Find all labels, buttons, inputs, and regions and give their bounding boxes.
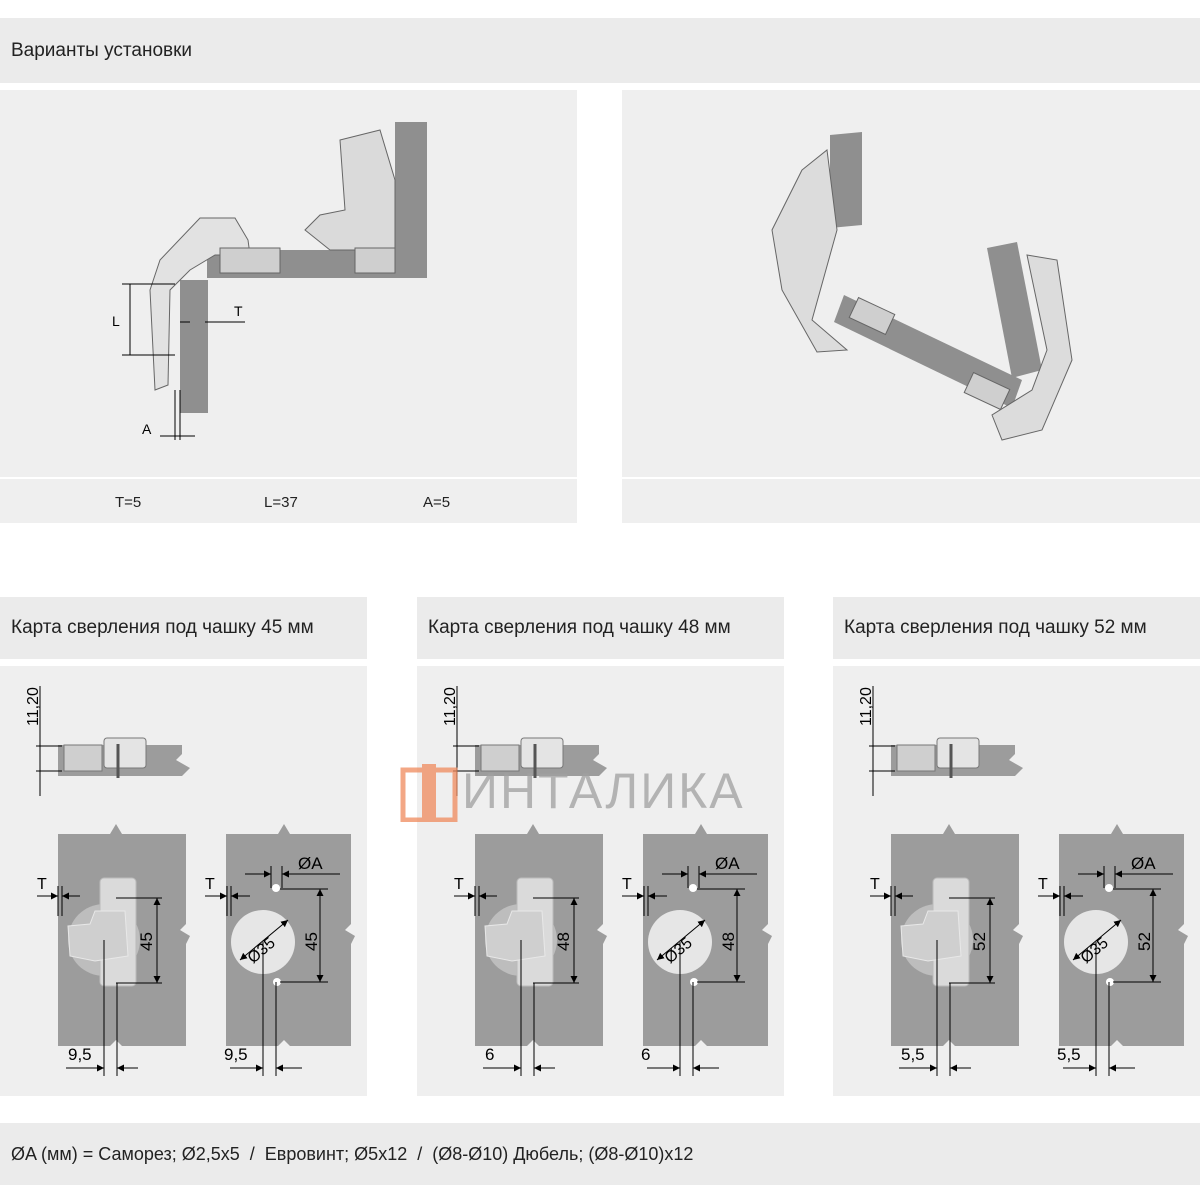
param-T: T=5 <box>115 494 142 511</box>
drill-map-title: Карта сверления под чашку 48 мм <box>428 617 731 638</box>
offset-label: 5,5 <box>901 1045 925 1064</box>
dim-L: L <box>112 313 120 329</box>
t-label: T <box>454 876 464 893</box>
drill-map-drawing: 11,20 52 5,5 T <box>858 686 1188 1076</box>
hole-distance-label: 45 <box>302 932 321 951</box>
hinge-install-drawing: L T A <box>0 122 577 479</box>
drill-map-drawing: 11,20 48 6 T <box>442 686 772 1076</box>
install-title: Варианты установки <box>11 39 193 61</box>
height-dim-label: 11,20 <box>442 687 459 726</box>
cup-distance-label: 48 <box>554 932 573 951</box>
param-L: L=37 <box>264 494 298 511</box>
install-panel-left: L T A T=5 L=37 A=5 <box>0 90 577 523</box>
param-A: A=5 <box>423 494 451 511</box>
drill-map-header: Карта сверления под чашку 48 мм <box>417 597 784 659</box>
drill-map-header: Карта сверления под чашку 45 мм <box>0 597 367 659</box>
footer-note: ØA (мм) = Саморез; Ø2,5x5 / Евровинт; Ø5… <box>0 1123 1200 1185</box>
screw-diameter-label: ØA <box>1131 854 1156 873</box>
install-header: Варианты установки <box>0 18 1200 83</box>
watermark-text: ИНТАЛИКА <box>462 763 745 819</box>
drill-map-title: Карта сверления под чашку 52 мм <box>844 617 1147 638</box>
drill-map-title: Карта сверления под чашку 45 мм <box>11 617 314 638</box>
offset-label: 9,5 <box>68 1045 92 1064</box>
screw-diameter-label: ØA <box>298 854 323 873</box>
cup-distance-label: 45 <box>137 932 156 951</box>
t-label-drill: T <box>1038 876 1048 893</box>
dim-A: A <box>142 421 152 437</box>
t-label: T <box>870 876 880 893</box>
height-dim-label: 11,20 <box>858 687 875 726</box>
offset-label: 6 <box>485 1045 494 1064</box>
height-dim-label: 11,20 <box>25 687 42 726</box>
hole-distance-label: 48 <box>719 932 738 951</box>
hinge-angle-drawing <box>622 132 1200 479</box>
offset-label-drill: 5,5 <box>1057 1045 1081 1064</box>
drill-map-panel: 11,20 45 9,5 T <box>0 666 367 1096</box>
install-panel-right <box>622 90 1200 523</box>
t-label-drill: T <box>205 876 215 893</box>
drill-map-panel: 11,20 52 5,5 T <box>833 666 1200 1096</box>
hole-distance-label: 52 <box>1135 932 1154 951</box>
drill-map-header: Карта сверления под чашку 52 мм <box>833 597 1200 659</box>
screw-diameter-label: ØA <box>715 854 740 873</box>
dim-T: T <box>234 303 243 319</box>
t-label: T <box>37 876 47 893</box>
t-label-drill: T <box>622 876 632 893</box>
cup-distance-label: 52 <box>970 932 989 951</box>
watermark-logo: ИНТАЛИКА <box>400 762 800 823</box>
offset-label-drill: 6 <box>641 1045 650 1064</box>
footer-text: ØA (мм) = Саморез; Ø2,5x5 / Евровинт; Ø5… <box>11 1143 694 1164</box>
drill-map-panel: 11,20 48 6 T <box>417 666 784 1096</box>
offset-label-drill: 9,5 <box>224 1045 248 1064</box>
drill-map-drawing: 11,20 45 9,5 T <box>25 686 355 1076</box>
